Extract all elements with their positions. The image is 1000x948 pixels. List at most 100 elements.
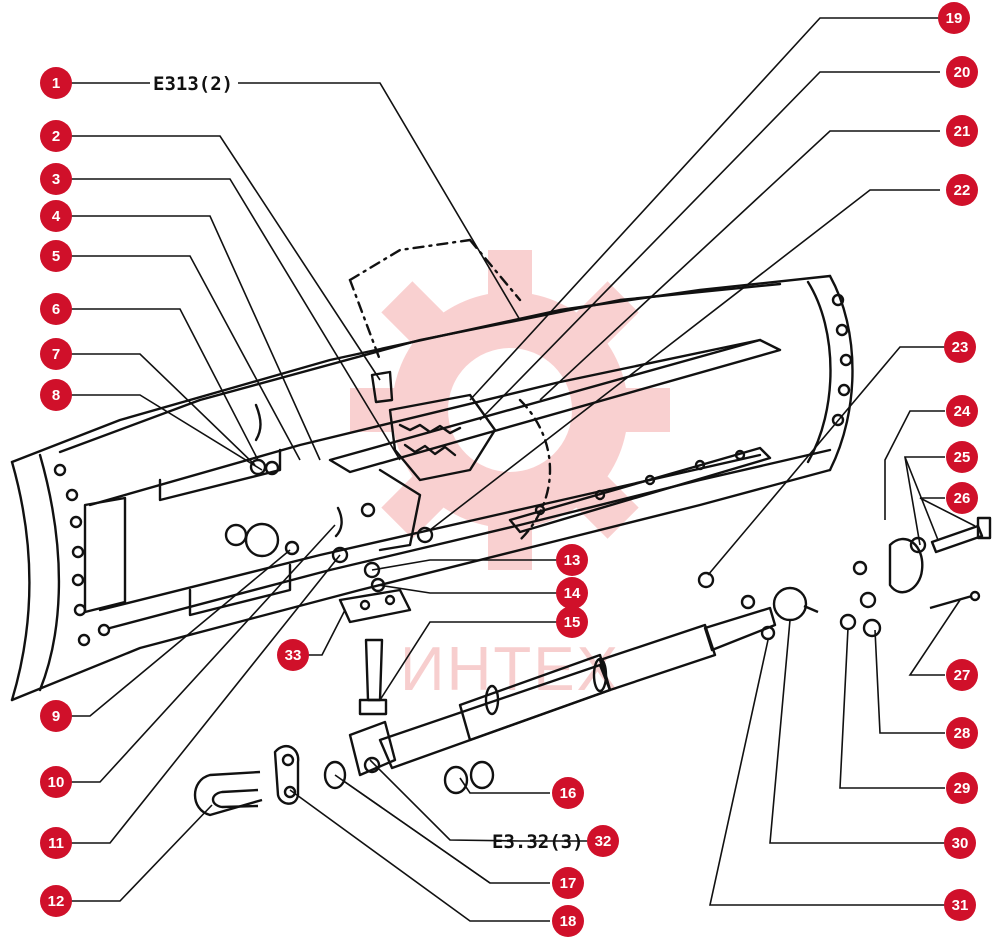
- callout-number: 28: [954, 725, 971, 742]
- callout-badge-circle: [946, 441, 978, 473]
- callout-badge-19: 19: [938, 2, 970, 34]
- callout-number: 15: [564, 614, 581, 631]
- callout-badge-circle: [40, 827, 72, 859]
- callout-badge-circle: [40, 200, 72, 232]
- callout-badge-31: 31: [944, 889, 976, 921]
- callout-badge-28: 28: [946, 717, 978, 749]
- ref-label-top: E313(2): [153, 73, 233, 95]
- callout-number: 20: [954, 64, 971, 81]
- callout-badge-22: 22: [946, 174, 978, 206]
- callout-badge-15: 15: [556, 606, 588, 638]
- callout-badge-17: 17: [552, 867, 584, 899]
- callout-badge-4: 4: [40, 200, 72, 232]
- callout-number: 30: [952, 835, 969, 852]
- callout-badge-circle: [944, 331, 976, 363]
- callout-badge-24: 24: [946, 395, 978, 427]
- callout-badge-circle: [946, 717, 978, 749]
- callout-number: 5: [52, 248, 60, 265]
- callout-badge-16: 16: [552, 777, 584, 809]
- callout-badge-circle: [946, 174, 978, 206]
- callout-number: 8: [52, 387, 60, 404]
- callout-badge-circle: [587, 825, 619, 857]
- callout-number: 11: [48, 835, 64, 852]
- callout-badge-circle: [40, 338, 72, 370]
- callout-badge-circle: [40, 700, 72, 732]
- callout-number: 17: [560, 875, 577, 892]
- callout-badge-33: 33: [277, 639, 309, 671]
- callout-badge-26: 26: [946, 482, 978, 514]
- callout-badge-13: 13: [556, 544, 588, 576]
- callout-number: 26: [954, 490, 971, 507]
- callout-badge-18: 18: [552, 905, 584, 937]
- callout-badge-30: 30: [944, 827, 976, 859]
- callout-badge-12: 12: [40, 885, 72, 917]
- callout-number: 14: [564, 585, 581, 602]
- callout-badge-circle: [40, 766, 72, 798]
- callout-number: 2: [52, 128, 60, 145]
- callout-badge-circle: [946, 482, 978, 514]
- callout-number: 19: [946, 10, 963, 27]
- callout-badge-29: 29: [946, 772, 978, 804]
- callout-badge-circle: [556, 544, 588, 576]
- callout-badge-circle: [946, 56, 978, 88]
- callout-badge-circle: [946, 772, 978, 804]
- callout-badge-2: 2: [40, 120, 72, 152]
- callout-badge-circle: [556, 577, 588, 609]
- callout-number: 10: [48, 774, 65, 791]
- callout-number: 22: [954, 182, 971, 199]
- callout-badge-20: 20: [946, 56, 978, 88]
- ref-label-bottom: E3.32(3): [492, 831, 584, 853]
- hydraulic-cylinder-drawing: [193, 516, 992, 817]
- callout-number: 12: [48, 893, 65, 910]
- callout-number: 27: [954, 667, 971, 684]
- callout-badge-5: 5: [40, 240, 72, 272]
- leader-lines: [70, 17, 976, 922]
- callout-badge-circle: [277, 639, 309, 671]
- callout-badge-circle: [40, 885, 72, 917]
- callout-badge-circle: [946, 659, 978, 691]
- callout-badge-circle: [944, 827, 976, 859]
- callout-badge-circle: [552, 777, 584, 809]
- callout-badge-21: 21: [946, 115, 978, 147]
- callout-badge-circle: [946, 395, 978, 427]
- callout-number: 32: [595, 833, 612, 850]
- callout-badge-circle: [40, 379, 72, 411]
- callout-number: 23: [952, 339, 969, 356]
- callout-badge-14: 14: [556, 577, 588, 609]
- callout-badge-27: 27: [946, 659, 978, 691]
- dozer-blade-drawing: [10, 238, 854, 716]
- callout-badge-circle: [552, 905, 584, 937]
- callout-badge-circle: [938, 2, 970, 34]
- callout-number: 31: [952, 897, 969, 914]
- callout-number: 16: [560, 785, 577, 802]
- callout-number: 7: [52, 346, 60, 363]
- callout-number: 33: [285, 647, 302, 664]
- callout-badge-circle: [552, 867, 584, 899]
- callout-badge-10: 10: [40, 766, 72, 798]
- callout-badge-8: 8: [40, 379, 72, 411]
- callout-badge-1: 1: [40, 67, 72, 99]
- callout-badge-circle: [40, 163, 72, 195]
- callout-badge-32: 32: [587, 825, 619, 857]
- callout-number: 6: [52, 301, 60, 318]
- callout-number: 24: [954, 403, 971, 420]
- intekh-watermark-logo: [350, 250, 670, 570]
- callout-badge-circle: [40, 67, 72, 99]
- callout-badge-23: 23: [944, 331, 976, 363]
- callout-badge-6: 6: [40, 293, 72, 325]
- callout-badge-circle: [40, 293, 72, 325]
- callout-number: 3: [52, 171, 60, 188]
- callout-number: 9: [52, 708, 60, 725]
- callout-badges: 1234567891011121314151617181920212223242…: [40, 2, 978, 937]
- callout-badge-circle: [556, 606, 588, 638]
- callout-badge-3: 3: [40, 163, 72, 195]
- callout-number: 18: [560, 913, 577, 930]
- watermark-text: ИНТЕХ: [400, 635, 620, 704]
- callout-badge-circle: [946, 115, 978, 147]
- callout-number: 29: [954, 780, 971, 797]
- callout-number: 4: [52, 208, 61, 225]
- callout-badge-circle: [40, 240, 72, 272]
- callout-number: 1: [52, 75, 60, 92]
